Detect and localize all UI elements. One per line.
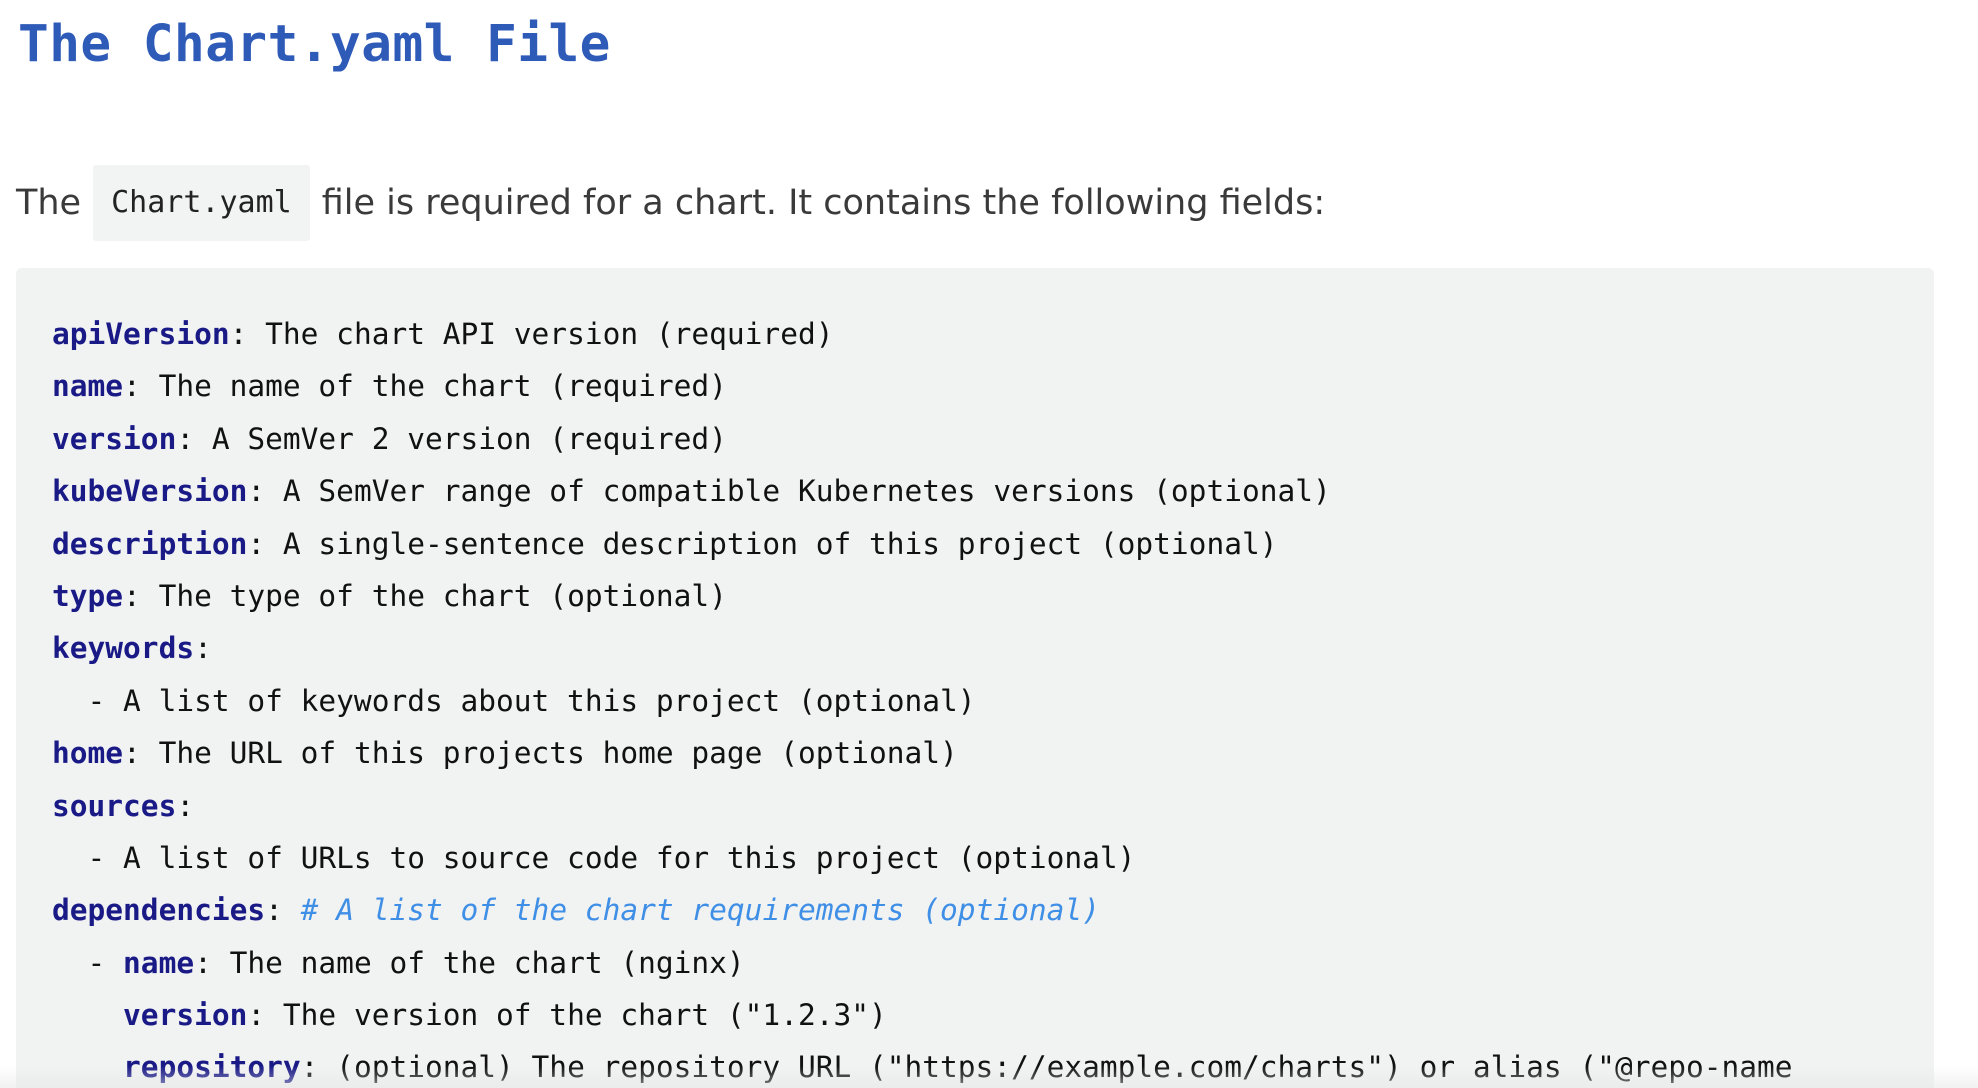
yaml-key: repository [123,1050,301,1085]
yaml-separator: : [229,317,248,351]
yaml-separator: : [265,893,283,928]
yaml-separator: : [300,1050,319,1085]
code-line: version: A SemVer 2 version (required) [52,413,1934,465]
code-line: repository: (optional) The repository UR… [52,1041,1934,1088]
code-line: type: The type of the chart (optional) [52,570,1934,622]
yaml-value: A list of keywords about this project (o… [123,683,976,718]
yaml-value: The version of the chart ("1.2.3") [265,998,887,1033]
code-line: apiVersion: The chart API version (requi… [52,308,1934,360]
yaml-key: kubeVersion [52,474,248,509]
code-line: - A list of URLs to source code for this… [52,832,1934,884]
code-indent [52,998,123,1032]
yaml-key: description [52,526,248,561]
yaml-key: name [123,945,195,980]
yaml-key: version [52,421,177,456]
yaml-separator: : [123,578,141,613]
yaml-separator: : [194,631,212,666]
code-line: kubeVersion: A SemVer range of compatibl… [52,465,1934,517]
yaml-separator: : [247,526,266,561]
documentation-page: The Chart.yaml File The Chart.yaml file … [16,0,1936,1088]
code-line: keywords: [52,622,1934,674]
yaml-key: keywords [52,631,195,666]
intro-paragraph: The Chart.yaml file is required for a ch… [16,163,1325,243]
yaml-comment: # A list of the chart requirements (opti… [300,893,1100,928]
yaml-value: A SemVer range of compatible Kubernetes … [265,474,1331,509]
code-indent: - [52,945,124,980]
code-line: description: A single-sentence descripti… [52,518,1934,570]
yaml-key: type [52,578,124,613]
yaml-key: dependencies [52,893,266,928]
code-lines: apiVersion: The chart API version (requi… [52,308,1934,1088]
inline-code-filename: Chart.yaml [93,165,310,241]
yaml-key: name [52,369,124,404]
yaml-key: apiVersion [52,317,230,351]
code-line: sources: [52,780,1934,832]
yaml-separator: : [123,369,141,404]
yaml-value: A SemVer 2 version (required) [194,421,727,456]
yaml-key: home [52,736,124,771]
page-title: The Chart.yaml File [18,15,611,74]
intro-text-after: file is required for a chart. It contain… [321,183,1326,223]
yaml-separator: : [247,998,266,1033]
yaml-value: The URL of this projects home page (opti… [140,736,958,771]
yaml-value: A list of URLs to source code for this p… [123,840,1136,875]
yaml-value: The type of the chart (optional) [140,578,727,613]
yaml-value: The chart API version (required) [247,317,834,351]
code-line: name: The name of the chart (required) [52,360,1934,412]
yaml-value: The name of the chart (nginx) [211,945,745,980]
code-line: dependencies: # A list of the chart requ… [52,884,1934,936]
yaml-separator: : [123,736,141,771]
code-block[interactable]: apiVersion: The chart API version (requi… [16,268,1934,1088]
yaml-key: sources [52,788,177,823]
yaml-key: version [123,998,248,1033]
yaml-value: (optional) The repository URL ("https://… [318,1050,1793,1085]
code-indent: - [52,683,124,718]
yaml-separator: : [194,945,212,980]
yaml-value: A single-sentence description of this pr… [265,526,1278,561]
code-line: - A list of keywords about this project … [52,675,1934,727]
intro-text-before: The [16,183,82,223]
code-line: home: The URL of this projects home page… [52,727,1934,779]
code-indent: - [52,840,124,875]
yaml-separator: : [176,421,195,456]
code-line: version: The version of the chart ("1.2.… [52,989,1934,1041]
yaml-separator: : [176,788,195,823]
code-line: - name: The name of the chart (nginx) [52,937,1934,989]
yaml-value: The name of the chart (required) [140,369,727,404]
code-indent [52,1050,123,1084]
yaml-value [283,893,301,927]
yaml-separator: : [247,474,266,509]
